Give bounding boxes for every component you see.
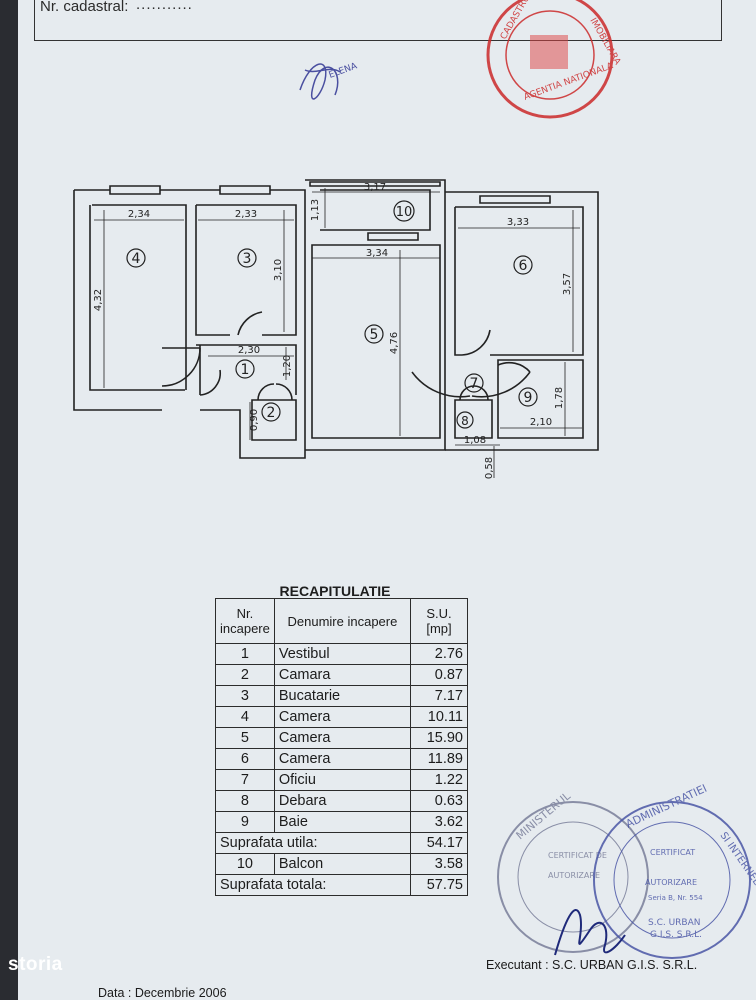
svg-text:G.I.S. S.R.L.: G.I.S. S.R.L.	[650, 930, 702, 940]
dim-3-17: 3,17	[364, 182, 386, 193]
cadastral-label: Nr. cadastral:	[40, 0, 129, 15]
dim-3-10: 3,10	[273, 259, 284, 281]
dim-1-20: 1,20	[282, 355, 293, 377]
ministry-stamp-left: MINISTERUL CERTIFICAT DE AUTORIZARE	[497, 789, 649, 953]
room-7-label: 7	[470, 376, 479, 392]
dim-2-34: 2,34	[128, 209, 150, 220]
recap-title: RECAPITULATIE	[279, 583, 391, 599]
cadastre-stamp: CADASTRU IMOBILIARA AGENTIA NATIONALA	[486, 0, 623, 119]
room-9-label: 9	[524, 390, 533, 406]
dim-3-57: 3,57	[562, 273, 573, 295]
svg-text:MINISTERUL: MINISTERUL	[514, 789, 574, 842]
room-10-label: 10	[396, 205, 413, 220]
dim-4-32: 4,32	[93, 289, 104, 311]
room-6-label: 6	[519, 258, 528, 274]
room-3-label: 3	[243, 251, 252, 267]
date-text: Data : Decembrie 2006	[98, 986, 227, 1000]
room-5-label: 5	[370, 327, 379, 343]
executant-text: Executant : S.C. URBAN G.I.S. S.R.L.	[486, 958, 698, 972]
svg-text:AUTORIZARE: AUTORIZARE	[548, 871, 600, 880]
svg-text:CERTIFICAT: CERTIFICAT	[650, 848, 695, 857]
dim-3-34: 3,34	[366, 248, 388, 259]
svg-text:CADASTRU: CADASTRU	[499, 0, 532, 41]
svg-text:Seria B, Nr. 554: Seria B, Nr. 554	[648, 894, 703, 902]
room-2-label: 2	[267, 405, 276, 421]
dim-3-33: 3,33	[507, 217, 529, 228]
dim-1-13: 1,13	[310, 199, 321, 221]
ministry-stamp-right: ADMINISTRATIEI SI INTERNELOR CERTIFICAT …	[593, 782, 756, 959]
dim-0-58: 0,58	[484, 457, 495, 479]
dim-0-90: 0,90	[249, 409, 260, 431]
svg-text:S.C. URBAN: S.C. URBAN	[648, 918, 700, 928]
header-nr: Nr. incapere	[215, 598, 275, 644]
dim-1-08: 1,08	[464, 435, 486, 446]
dim-4-76: 4,76	[389, 332, 400, 354]
useful-area-row: Suprafata utila:54.17	[215, 832, 468, 854]
dim-2-30: 2,30	[238, 345, 260, 356]
total-area-row: Suprafata totala:57.75	[215, 874, 468, 896]
dim-2-33: 2,33	[235, 209, 257, 220]
signature-bottom	[554, 908, 626, 956]
dim-1-78: 1,78	[554, 387, 565, 409]
svg-text:CERTIFICAT DE: CERTIFICAT DE	[548, 851, 607, 860]
cadastral-value: ...........	[136, 0, 193, 13]
room-4-label: 4	[132, 251, 141, 267]
svg-text:AUTORIZARE: AUTORIZARE	[645, 878, 697, 887]
signature-top: ELENA	[299, 61, 360, 100]
room-8-label: 8	[461, 414, 469, 428]
header-name: Denumire incapere	[273, 598, 412, 644]
room-1-label: 1	[241, 362, 250, 378]
header-area: S.U. [mp]	[410, 598, 468, 644]
svg-text:ELENA: ELENA	[328, 61, 360, 81]
recap-table: Nr. incapere Denumire incapere S.U. [mp]…	[215, 598, 468, 896]
storia-logo: storia	[8, 954, 63, 975]
header-box	[34, 0, 722, 41]
dim-2-10: 2,10	[530, 417, 552, 428]
